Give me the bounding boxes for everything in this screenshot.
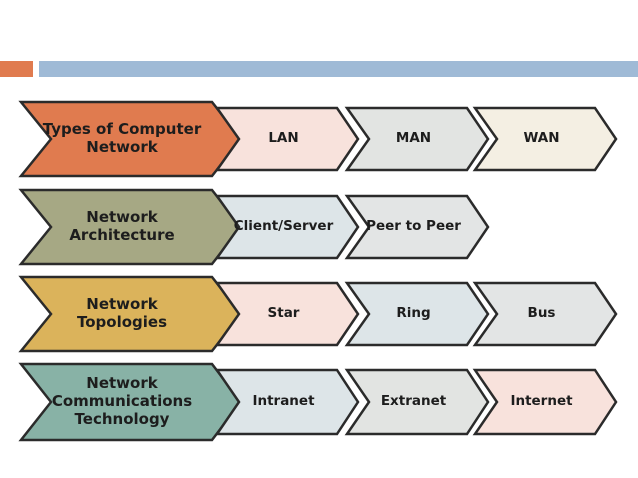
item-chevron-3-3-shape bbox=[472, 281, 618, 347]
category-chevron-1: Types of Computer Network bbox=[18, 100, 243, 178]
title-accent-bar-right bbox=[39, 61, 638, 77]
title-accent-bar-left bbox=[0, 61, 33, 77]
category-chevron-2: Network Architecture bbox=[18, 188, 243, 266]
category-chevron-2-label: Network Architecture bbox=[69, 208, 175, 244]
item-chevron-3-2-shape bbox=[344, 281, 490, 347]
item-chevron-4-2-label: Extranet bbox=[380, 393, 447, 410]
item-chevron-1-3-shape bbox=[472, 106, 618, 172]
category-chevron-2-shape bbox=[18, 188, 243, 266]
item-chevron-3-1-shape bbox=[214, 281, 360, 347]
category-chevron-1-label: Types of Computer Network bbox=[42, 120, 202, 156]
item-chevron-1-3-label: WAN bbox=[523, 130, 560, 147]
item-chevron-2-1: Client/Server bbox=[214, 194, 360, 260]
item-chevron-4-1: Intranet bbox=[214, 368, 360, 436]
item-chevron-1-3: WAN bbox=[472, 106, 618, 172]
item-chevron-3-1-label: Star bbox=[267, 305, 300, 322]
item-chevron-1-1-label: LAN bbox=[268, 130, 299, 147]
category-chevron-4-label: Network Communications Technology bbox=[51, 374, 193, 428]
item-chevron-2-2: Peer to Peer bbox=[344, 194, 490, 260]
item-chevron-4-2-shape bbox=[344, 368, 490, 436]
item-chevron-4-3-label: Internet bbox=[510, 393, 573, 410]
category-chevron-1-shape bbox=[18, 100, 243, 178]
item-chevron-1-1: LAN bbox=[214, 106, 360, 172]
item-chevron-2-2-label: Peer to Peer bbox=[366, 218, 461, 235]
category-chevron-3-label: Network Topologies bbox=[76, 295, 167, 331]
item-chevron-2-1-label: Client/Server bbox=[233, 218, 334, 235]
category-chevron-4-shape bbox=[18, 362, 243, 442]
item-chevron-1-1-shape bbox=[214, 106, 360, 172]
item-chevron-1-2: MAN bbox=[344, 106, 490, 172]
item-chevron-4-1-label: Intranet bbox=[252, 393, 315, 410]
item-chevron-3-1: Star bbox=[214, 281, 360, 347]
item-chevron-3-3: Bus bbox=[472, 281, 618, 347]
item-chevron-1-2-shape bbox=[344, 106, 490, 172]
category-chevron-3: Network Topologies bbox=[18, 275, 243, 353]
item-chevron-4-1-shape bbox=[214, 368, 360, 436]
category-chevron-4: Network Communications Technology bbox=[18, 362, 243, 442]
item-chevron-2-1-shape bbox=[214, 194, 360, 260]
item-chevron-3-2: Ring bbox=[344, 281, 490, 347]
item-chevron-3-3-label: Bus bbox=[527, 305, 556, 322]
item-chevron-4-3: Internet bbox=[472, 368, 618, 436]
item-chevron-2-2-shape bbox=[344, 194, 490, 260]
item-chevron-3-2-label: Ring bbox=[396, 305, 431, 322]
item-chevron-4-2: Extranet bbox=[344, 368, 490, 436]
item-chevron-1-2-label: MAN bbox=[395, 130, 432, 147]
item-chevron-4-3-shape bbox=[472, 368, 618, 436]
category-chevron-3-shape bbox=[18, 275, 243, 353]
